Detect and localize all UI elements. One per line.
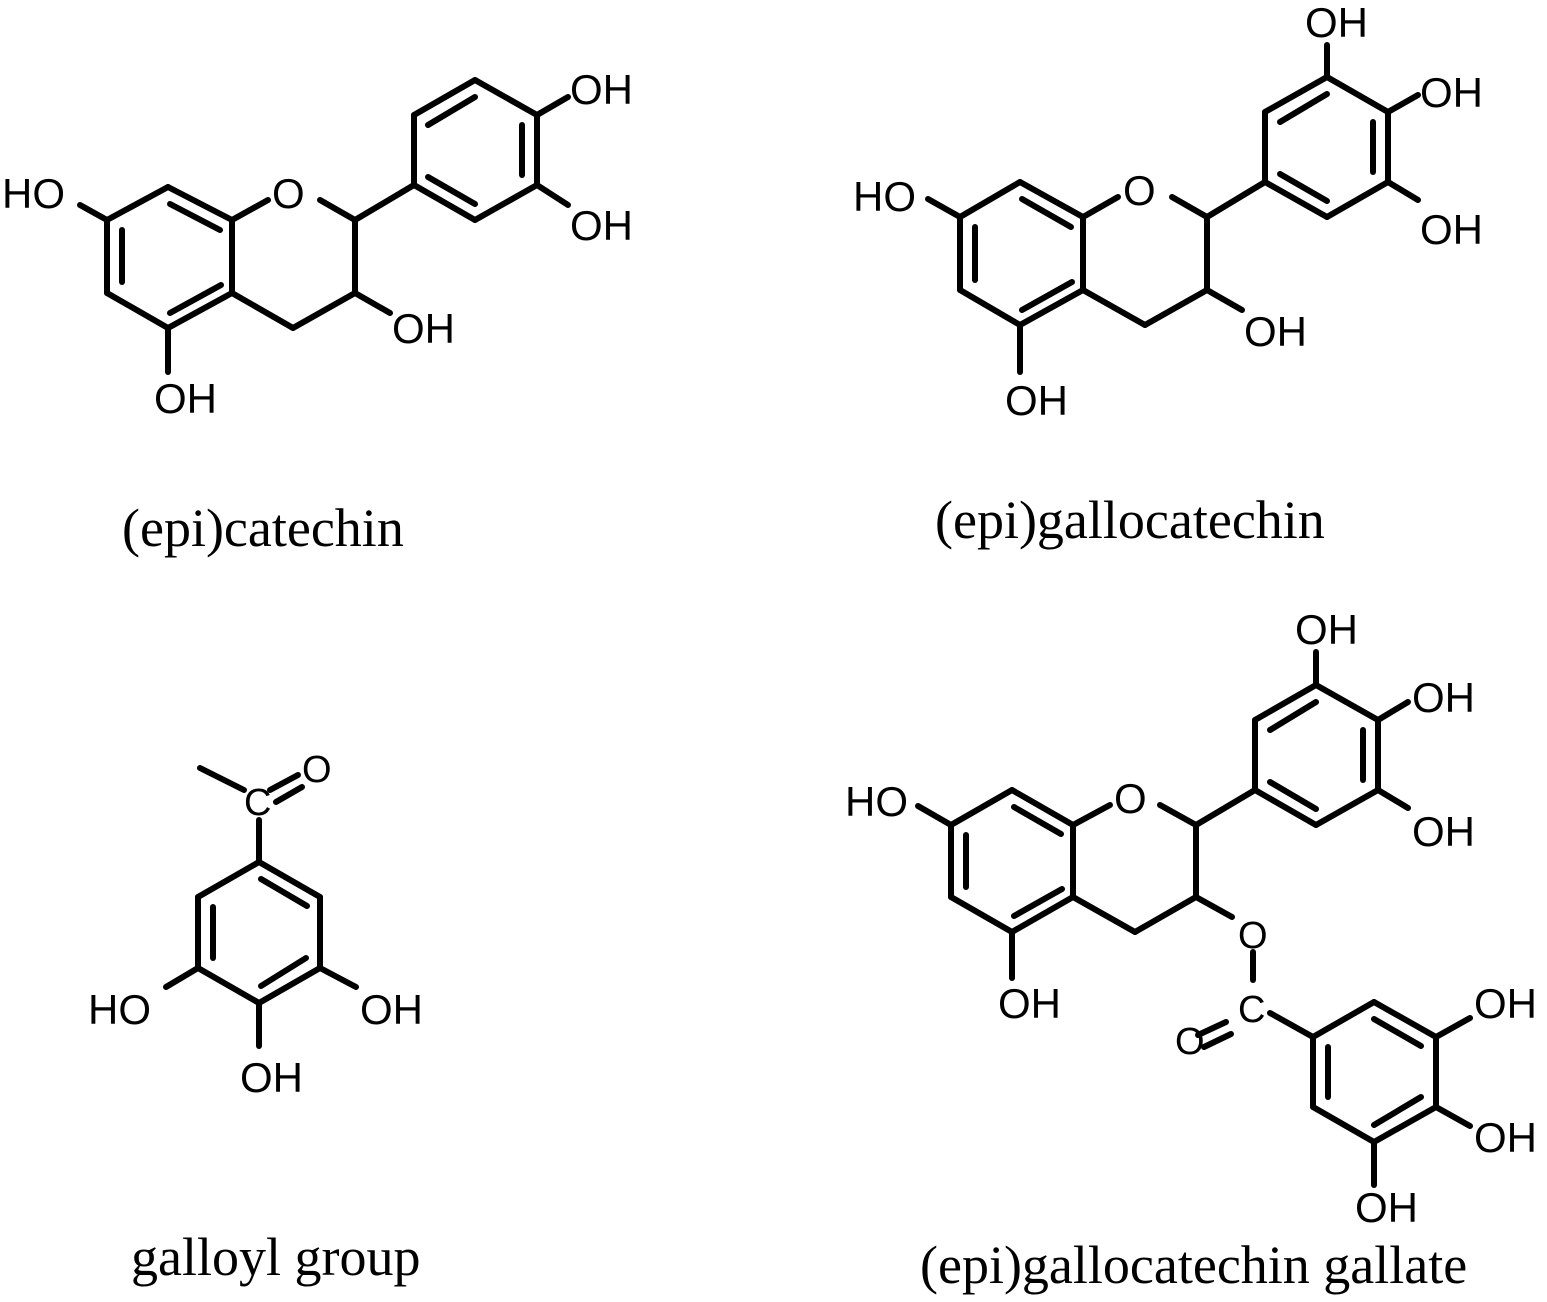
atom-oh-4p: OH [570,202,633,249]
atom-oh-5p: OH [1412,808,1475,855]
atom-oh-3: OH [1244,308,1307,355]
caption-galloyl-group: galloyl group [131,1227,420,1287]
atom-o-ring: O [1114,775,1147,822]
bond-lines [915,649,1473,1188]
atom-ho-7: HO [845,778,908,825]
structure-epicatechin: HO O OH OH OH OH (epi)catechin [2,66,633,558]
atom-oh-5: OH [1005,377,1068,424]
atom-gallate-oh-3: OH [1474,980,1537,1027]
caption-epigallocatechin: (epi)gallocatechin [935,490,1325,550]
atom-c: C [244,782,271,824]
atom-oh-5: OH [360,986,423,1033]
atom-o-ester: O [1238,915,1268,957]
atom-ho-7: HO [2,170,65,217]
atom-oh-5: OH [154,375,217,422]
atom-oh-4p: OH [1420,69,1483,116]
atom-oh-3p: OH [1295,606,1358,653]
structure-epigallocatechin-gallate: HO O OH OH OH OH O C O OH OH OH (epi)gal… [845,606,1537,1295]
atom-o-carbonyl: O [1175,1021,1205,1063]
bond-lines [925,42,1421,375]
atom-ho-3: HO [88,986,151,1033]
atom-o-ring: O [272,170,305,217]
atom-oh-5p: OH [1420,206,1483,253]
atom-c-ester: C [1238,989,1265,1031]
atom-o-ring: O [1123,167,1156,214]
atom-gallate-oh-5: OH [1474,1114,1537,1161]
atom-oh-4p: OH [1412,674,1475,721]
atom-oh-4: OH [240,1054,303,1101]
atom-oh-3p: OH [1305,0,1368,46]
caption-epicatechin: (epi)catechin [122,498,404,558]
structure-epigallocatechin: HO O OH OH OH OH OH (epi)gallocatechin [853,0,1483,550]
atom-ho-7: HO [853,173,916,220]
bond-lines [163,765,359,1049]
bond-lines [77,77,571,375]
atom-gallate-oh-4: OH [1355,1184,1418,1231]
structure-galloyl-group: C O HO OH OH galloyl group [88,749,423,1287]
caption-epigallocatechin-gallate: (epi)gallocatechin gallate [920,1235,1467,1295]
atom-o: O [302,749,332,791]
atom-oh-3: OH [392,305,455,352]
atom-oh-3p: OH [570,66,633,113]
atom-oh-5: OH [998,980,1061,1027]
